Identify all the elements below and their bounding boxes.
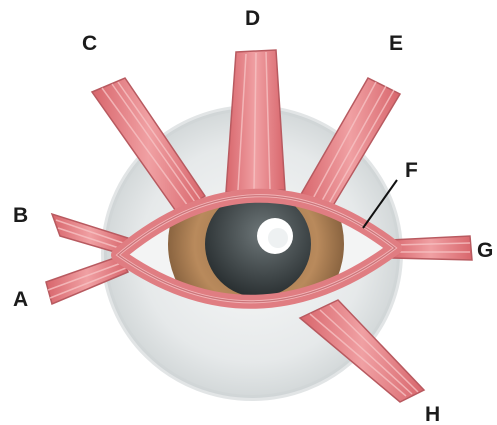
label-f: F	[405, 160, 418, 181]
label-h: H	[425, 404, 440, 425]
muscle-d	[226, 50, 285, 192]
label-g: G	[477, 240, 493, 261]
label-a: A	[13, 289, 28, 310]
label-d: D	[245, 8, 260, 29]
label-b: B	[13, 205, 28, 226]
muscle-g	[390, 236, 472, 260]
label-c: C	[82, 33, 97, 54]
label-e: E	[389, 33, 403, 54]
